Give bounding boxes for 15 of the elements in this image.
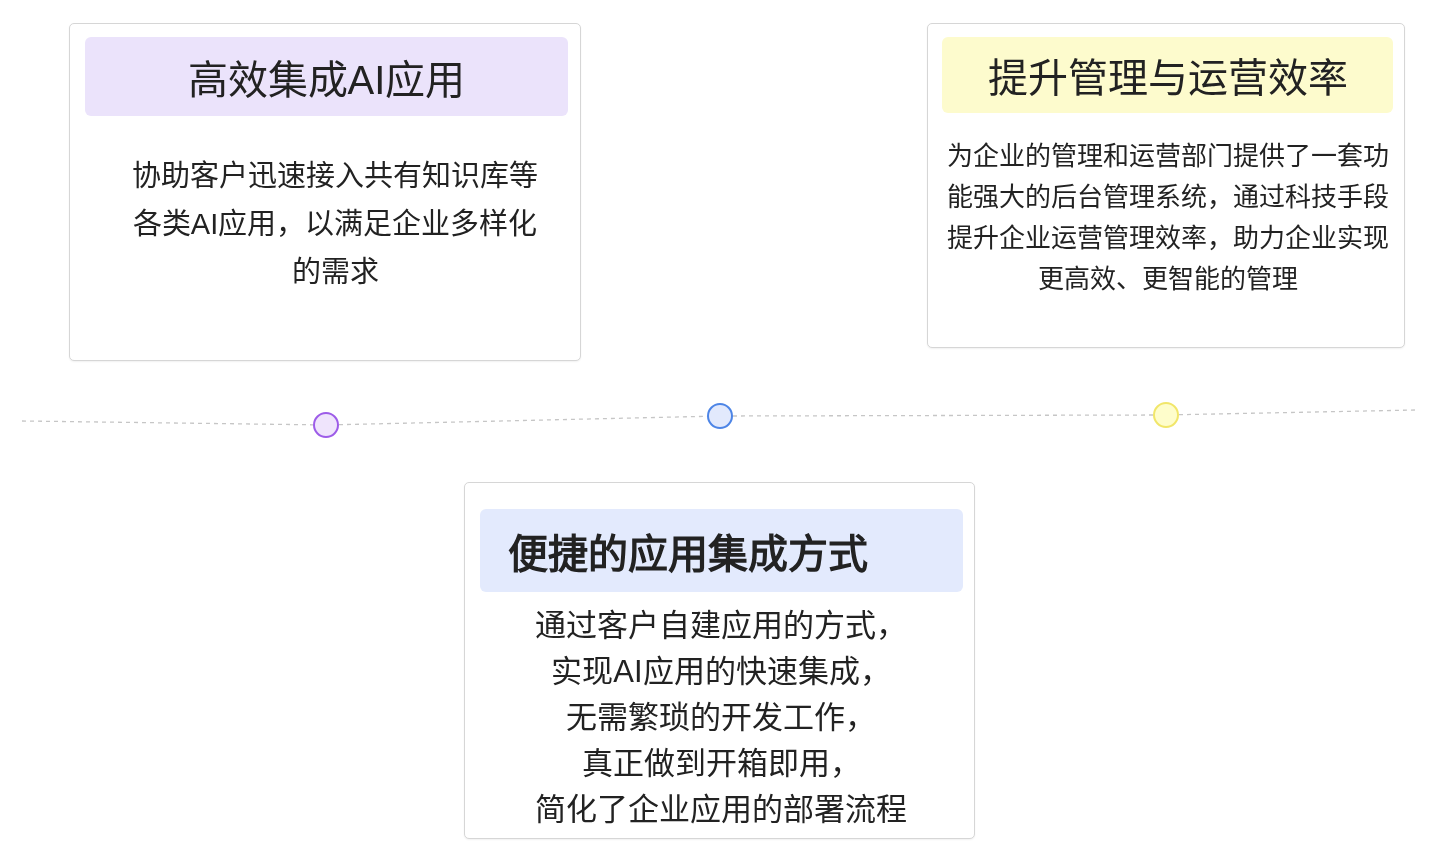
timeline-dot xyxy=(707,403,733,429)
description-text: 通过客户自建应用的方式，实现AI应用的快速集成，无需繁琐的开发工作，真正做到开箱即用，简化了企业应用的部署流程 xyxy=(535,607,907,829)
title-banner: 提升管理与运营效率 xyxy=(942,37,1393,113)
timeline-dot xyxy=(1153,402,1179,428)
info-card xyxy=(69,23,581,361)
timeline-dot xyxy=(313,412,339,438)
title-banner: 高效集成AI应用 xyxy=(85,37,568,116)
title-banner: 便捷的应用集成方式 xyxy=(480,509,963,592)
description-text: 协助客户迅速接入共有知识库等各类AI应用，以满足企业多样化的需求 xyxy=(131,159,539,290)
info-card xyxy=(927,23,1405,348)
info-card xyxy=(464,482,975,839)
timeline-line xyxy=(1178,409,1417,416)
timeline-line xyxy=(21,420,314,426)
timeline-line xyxy=(732,414,1154,417)
description-text: 为企业的管理和运营部门提供了一套功能强大的后台管理系统，通过科技手段提升企业运营管理效率，助力企业实现更高效、更智能的管理 xyxy=(946,140,1390,296)
